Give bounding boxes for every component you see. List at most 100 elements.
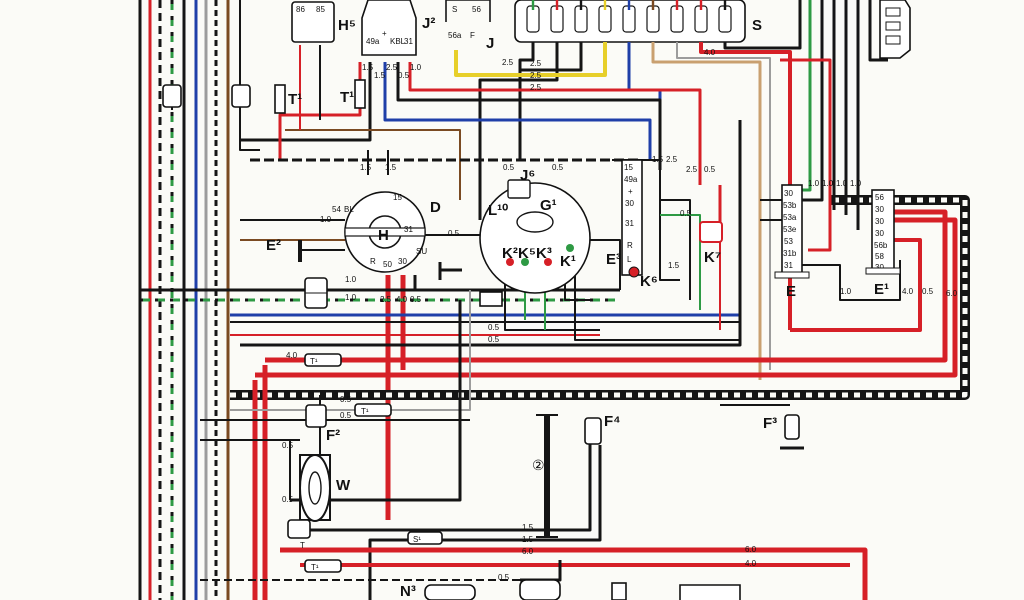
label-d: D xyxy=(430,199,441,216)
wire-size: 4.0 xyxy=(286,351,298,360)
wire-size: 1.5 xyxy=(385,163,397,172)
wire-size: 1.0 xyxy=(836,179,848,188)
wire-size: 1.0 xyxy=(345,293,357,302)
wire-size: 1.0 xyxy=(840,287,852,296)
label-e2: E² xyxy=(266,237,281,254)
label-e: E xyxy=(786,283,796,300)
wire-size: 0.5 xyxy=(488,335,500,344)
wire-size: 2.5 xyxy=(530,59,542,68)
terminal-31b: 31b xyxy=(783,249,797,258)
wire-size: 0.5 xyxy=(680,209,692,218)
terminal-plus: + xyxy=(382,29,387,38)
terminal-31: 31 xyxy=(404,225,413,234)
bottom-components xyxy=(519,579,741,600)
instrument-cluster: J⁶ L¹⁰ G¹ K² K⁵ K³ K¹ xyxy=(479,167,591,294)
terminal-f: F xyxy=(470,31,475,40)
wire-size: 0.5 xyxy=(282,495,294,504)
label-k1: K¹ xyxy=(560,253,576,270)
wire-size: 1.5 xyxy=(374,71,386,80)
connectors-t1-lower: T¹ T¹ T¹ xyxy=(304,353,392,573)
label-t1-a: T¹ xyxy=(310,357,318,366)
wire-size: 6.0 xyxy=(522,547,534,556)
label-k7: K⁷ xyxy=(704,249,721,266)
wire-size: 2.5 xyxy=(530,83,542,92)
wire-size: 0.5 xyxy=(503,163,515,172)
terminal-block-k: 15 49a + 30 31 R L E³ K⁶ xyxy=(606,159,658,290)
sender-f4: F⁴ xyxy=(584,413,621,445)
terminal-54: 54 xyxy=(332,205,341,214)
terminal-31: 31 xyxy=(404,37,413,46)
wire-size: 0.5 xyxy=(488,323,500,332)
relay-h5: 86 85 H⁵ xyxy=(291,1,356,43)
terminal-15: 15 xyxy=(624,163,633,172)
terminal-49a: 49a xyxy=(366,37,380,46)
terminal-53b: 53b xyxy=(783,201,797,210)
label-e3: E³ xyxy=(606,251,621,268)
label-t1-mid: T¹ xyxy=(340,89,354,106)
connector-4pin xyxy=(304,277,328,309)
terminal-30: 30 xyxy=(875,217,884,226)
switch-j2: J² 49a + KBL 31 xyxy=(361,0,435,56)
label-circle-2: ② xyxy=(532,457,545,473)
label-h: H xyxy=(378,227,389,244)
relay-pin-86: 86 xyxy=(296,5,305,14)
terminal-31: 31 xyxy=(625,219,634,228)
wire-size: 0.5 xyxy=(410,295,422,304)
wire-size: 2.5 xyxy=(666,155,678,164)
terminal-r: R xyxy=(370,257,376,266)
terminal-block-e1: 56 30 30 30 56b 58 30 E¹ xyxy=(865,189,901,298)
terminal-56b: 56b xyxy=(874,241,888,250)
wire-size: 1.0 xyxy=(808,179,820,188)
label-k3: K³ xyxy=(536,245,552,262)
valve-n3: N³ xyxy=(400,583,476,600)
connector-top-right xyxy=(879,0,911,59)
wire-size: 0.5 xyxy=(448,229,460,238)
sender-f3: F³ xyxy=(763,414,804,450)
label-w: W xyxy=(336,477,351,494)
label-f4: F⁴ xyxy=(604,413,621,430)
terminal-58: 58 xyxy=(875,252,884,261)
wire-size: 0.5 xyxy=(922,287,934,296)
label-k2: K² xyxy=(502,245,518,262)
wire-size: 2.5 xyxy=(502,58,514,67)
label-e1: E¹ xyxy=(874,281,889,298)
terminal-30: 30 xyxy=(625,199,634,208)
wire-size: 0.5 xyxy=(552,163,564,172)
label-j2: J² xyxy=(422,15,435,32)
wire-size: 0.5 xyxy=(282,441,294,450)
switch-j: 56a F S 56 J xyxy=(445,0,494,52)
wire-size: 1.5 xyxy=(522,535,534,544)
terminal-30: 30 xyxy=(875,205,884,214)
terminal-block-e: 30 53b 53a 53e 53 31b 31 E xyxy=(774,184,810,300)
wire-size: 0.5 xyxy=(704,165,716,174)
label-s: S xyxy=(752,17,762,34)
wire-size: 1.0 xyxy=(822,179,834,188)
terminal-56: 56 xyxy=(472,5,481,14)
ground-strap: ② xyxy=(532,414,558,538)
terminal-31: 31 xyxy=(784,261,793,270)
wire-size: 6.0 xyxy=(745,545,757,554)
wire-size: 1.5 xyxy=(652,155,664,164)
switch-small xyxy=(438,262,503,307)
relay-k7: K⁷ xyxy=(699,221,723,266)
label-t: T xyxy=(300,541,305,550)
label-f3: F³ xyxy=(763,415,777,432)
wiper-motor-w: W xyxy=(299,454,351,522)
wire-size: 4.0 xyxy=(396,295,408,304)
relay-pin-85: 85 xyxy=(316,5,325,14)
wire-size: 0.5 xyxy=(340,411,352,420)
wire-size: 4.0 xyxy=(704,48,716,57)
terminal-bl: BL xyxy=(344,205,354,214)
label-f2: F² xyxy=(326,427,340,444)
terminal-plus: + xyxy=(628,187,633,196)
wire-size: 2.5 xyxy=(380,295,392,304)
label-g1: G¹ xyxy=(540,197,557,214)
wire-size: 1.5 xyxy=(668,261,680,270)
terminal-53a: 53a xyxy=(783,213,797,222)
terminal-56a: 56a xyxy=(448,31,462,40)
terminal-50: 50 xyxy=(383,260,392,269)
switch-f2: F² xyxy=(305,404,340,444)
label-k6: K⁶ xyxy=(640,273,658,290)
label-j6: J⁶ xyxy=(520,167,535,184)
label-h5: H⁵ xyxy=(338,17,356,34)
